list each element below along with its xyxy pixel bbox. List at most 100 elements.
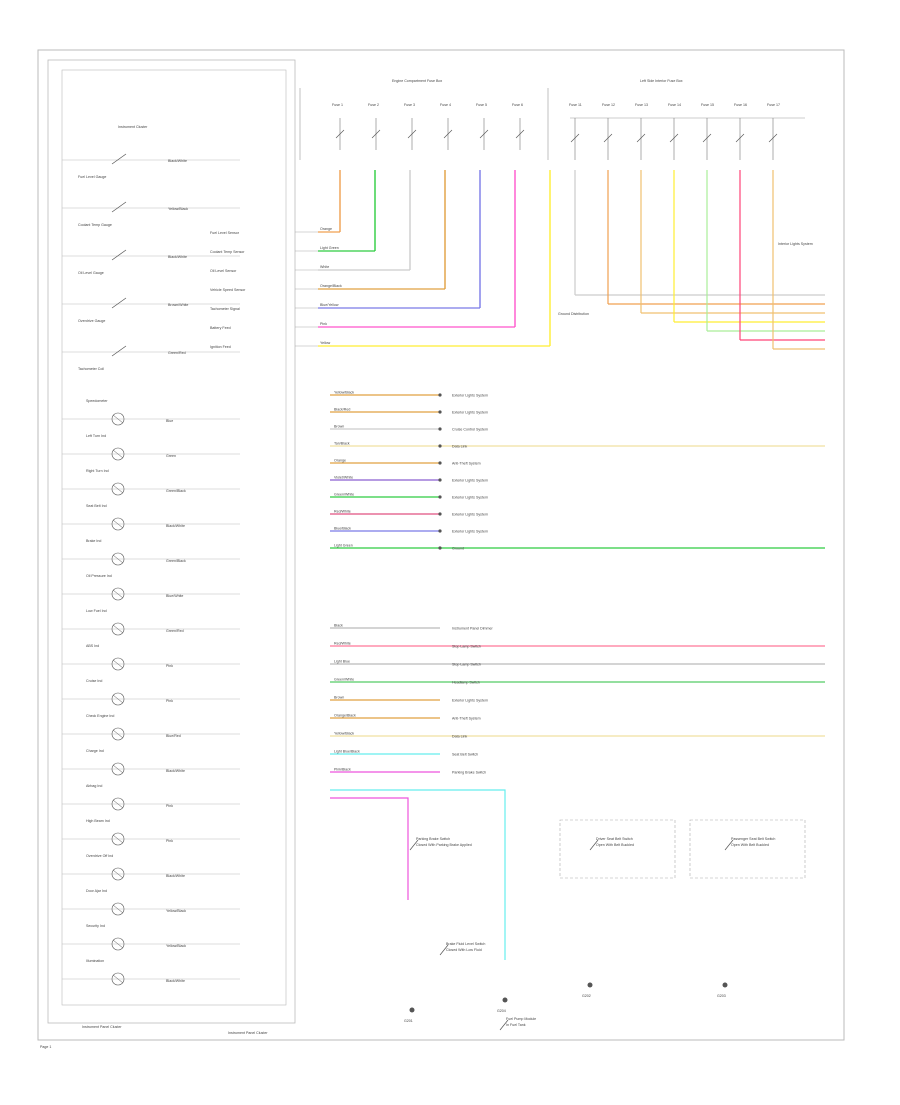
- indicator-lamp: [111, 867, 125, 881]
- ground-point: [587, 982, 593, 988]
- gauge-wire-label: Black/White: [168, 159, 187, 163]
- indicator-lamp-filament: [112, 904, 124, 914]
- indicator-wire-label: Blue: [166, 419, 173, 423]
- lighting-row-wire-label: Orange: [334, 459, 346, 463]
- indicator-wire-label: Black/White: [166, 979, 185, 983]
- gauge-label: Tachometer Coil: [78, 367, 104, 371]
- lighting-row-wire-label: Blue/Black: [334, 527, 351, 531]
- relay-fuse-label: Fuse 12: [602, 103, 615, 107]
- indicator-lamp: [111, 447, 125, 461]
- component-label: Passenger Seat Belt Switch: [731, 837, 775, 841]
- lower-row-wire-label: Black: [334, 624, 343, 628]
- lighting-row-wire-label: Brown: [334, 425, 344, 429]
- component-label: Parking Brake Switch: [416, 837, 450, 841]
- gauge-wire-label: Brown/White: [168, 303, 188, 307]
- gauge-switch: [111, 201, 127, 213]
- component-note: Closed With Parking Brake Applied: [416, 843, 472, 847]
- lighting-row-wire-label: Red/White: [334, 510, 351, 514]
- indicator-wire-label: Pink: [166, 839, 173, 843]
- lighting-row-dest: Anti-Theft System: [452, 462, 481, 466]
- indicator-wire-label: Green/Red: [166, 629, 184, 633]
- lighting-row-dest: Exterior Lights System: [452, 394, 488, 398]
- indicator-label: Low Fuel Ind: [86, 609, 107, 613]
- fuse-label: Fuse 3: [404, 103, 415, 107]
- indicator-lamp: [111, 762, 125, 776]
- relay-fuse-element: [735, 133, 745, 143]
- relay-fuse-element: [570, 133, 580, 143]
- relay-fuse-label: Fuse 13: [635, 103, 648, 107]
- gauge-switch: [111, 153, 127, 165]
- lighting-row-connector: [438, 461, 442, 465]
- indicator-lamp-filament: [112, 764, 124, 774]
- indicator-lamp: [111, 552, 125, 566]
- indicator-lamp: [111, 692, 125, 706]
- gauge-wire-label: Yellow/Black: [168, 207, 188, 211]
- component-switch: [439, 944, 449, 956]
- lighting-row-connector: [438, 529, 442, 533]
- relay-fuse-label: Fuse 17: [767, 103, 780, 107]
- lighting-row-connector: [438, 444, 442, 448]
- feed-wires: [339, 170, 825, 350]
- ground-point: [409, 1007, 415, 1013]
- relay-block-fuses: Fuse 11 Fuse 12 Fuse 13 Fuse 14 Fuse 15 Fuse …: [569, 103, 780, 160]
- indicator-lamp: [111, 622, 125, 636]
- indicator-label: Charge Ind: [86, 749, 104, 753]
- gauge-switch: [111, 297, 127, 309]
- lighting-row-connector: [438, 478, 442, 482]
- fuse-element: [371, 129, 381, 139]
- indicator-lamp: [111, 797, 125, 811]
- indicator-label: Door Ajar Ind: [86, 889, 107, 893]
- indicator-lamp: [111, 657, 125, 671]
- component-label: Fuel Pump Module: [506, 1017, 536, 1021]
- indicator-lamp: [111, 727, 125, 741]
- indicator-wire-label: Black/White: [166, 874, 185, 878]
- lighting-row-wire-label: Tan/Black: [334, 442, 350, 446]
- indicator-lamp-filament: [112, 694, 124, 704]
- relay-fuse-label: Fuse 14: [668, 103, 681, 107]
- indicator-lamp-filament: [112, 554, 124, 564]
- indicator-wire-label: Yellow/Black: [166, 944, 186, 948]
- indicator-lamp-filament: [112, 939, 124, 949]
- lower-row-dest: Parking Brake Switch: [452, 771, 486, 775]
- indicator-wire-label: Black/White: [166, 769, 185, 773]
- lower-row-dest: Data Link: [452, 735, 467, 739]
- indicator-lamp: [111, 587, 125, 601]
- fuse-element: [335, 129, 345, 139]
- indicator-wire-label: Pink: [166, 699, 173, 703]
- indicator-wire-label: Black/White: [166, 524, 185, 528]
- lighting-row-connector: [438, 410, 442, 414]
- gauge-label: Oil Level Gauge: [78, 271, 104, 275]
- indicator-label: Brake Ind: [86, 539, 101, 543]
- gauge-wire-label: Black/White: [168, 255, 187, 259]
- fuse-element: [407, 129, 417, 139]
- relay-fuse-element: [603, 133, 613, 143]
- component-switch: [409, 839, 419, 851]
- gauge-switch: [111, 345, 127, 357]
- indicator-lamp-filament: [112, 624, 124, 634]
- lighting-row-wire-label: Green/White: [334, 493, 354, 497]
- component-note: In Fuel Tank: [506, 1023, 526, 1027]
- lower-row-dest: Headlamp Switch: [452, 681, 480, 685]
- lower-row-wire-label: Light Blue/Black: [334, 750, 360, 754]
- relay-fuse-label: Fuse 15: [701, 103, 714, 107]
- ground-label: G204: [497, 1009, 506, 1013]
- cluster-outline: [47, 59, 296, 1024]
- cluster-footer-label: Instrument Panel Cluster: [82, 1025, 122, 1029]
- cluster-pin-wire-label: White: [320, 265, 329, 269]
- component-note: Open With Belt Buckled: [731, 843, 769, 847]
- relay-fuse-element: [636, 133, 646, 143]
- gauge-wire-label: Green/Red: [168, 351, 186, 355]
- indicator-lamp: [111, 482, 125, 496]
- relay-block-title: Left Side Interior Fuse Box: [640, 79, 683, 83]
- relay-fuse-label: Fuse 11: [569, 103, 582, 107]
- indicator-lamp-filament: [112, 799, 124, 809]
- indicator-label: Overdrive Off Ind: [86, 854, 113, 858]
- indicator-lamp-filament: [112, 414, 124, 424]
- indicator-label: Illumination: [86, 959, 104, 963]
- fuse-element: [479, 129, 489, 139]
- indicator-wire-label: Green: [166, 454, 176, 458]
